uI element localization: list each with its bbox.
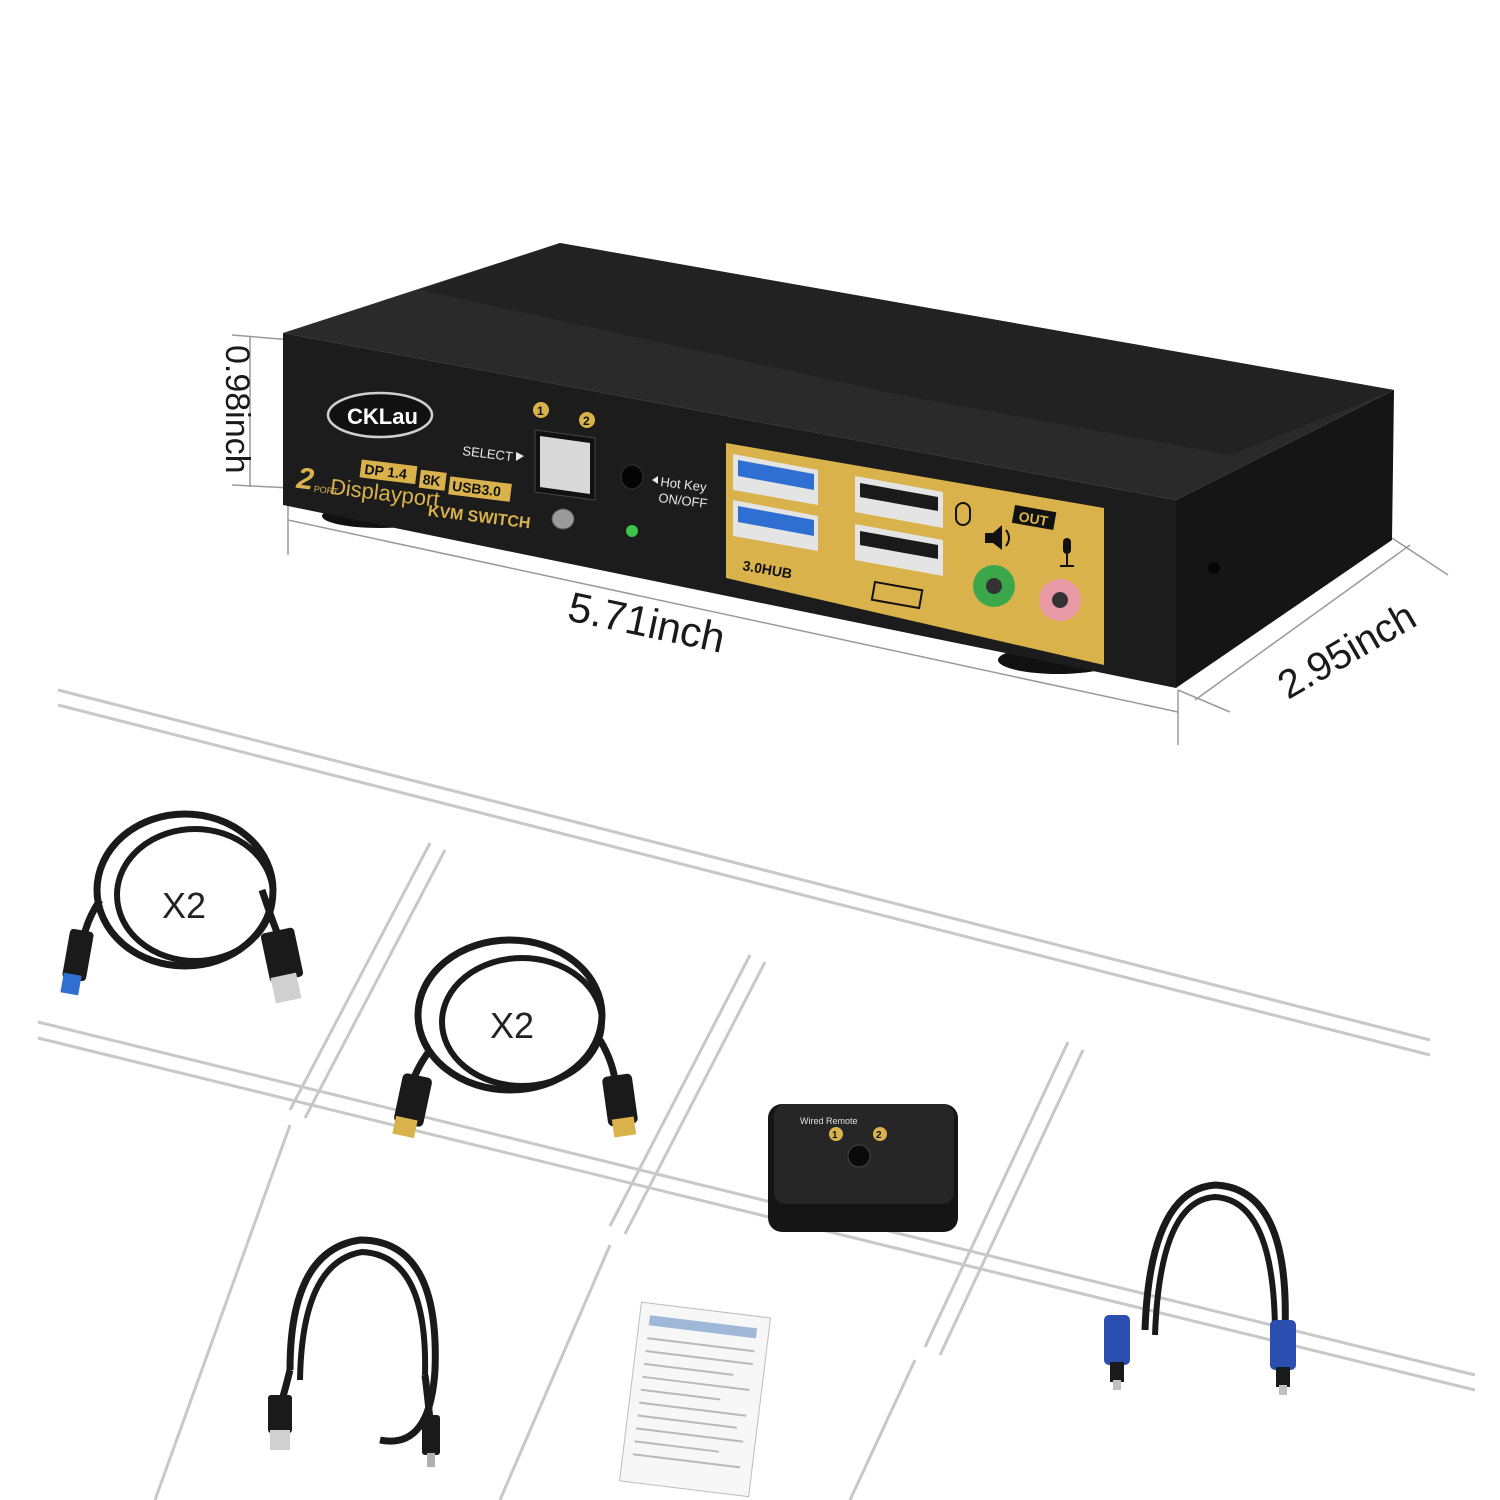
- remote-switch-button[interactable]: [847, 1144, 871, 1168]
- speaker-icon: [985, 525, 1010, 550]
- usb-power-cable: [268, 1236, 440, 1467]
- select-button-cap[interactable]: [540, 436, 590, 494]
- remote-cable: [1104, 1181, 1296, 1395]
- mouse-icon: [955, 502, 971, 526]
- usb-cable-quantity: X2: [162, 885, 206, 926]
- status-led: [551, 508, 575, 530]
- depth-dimension-label: 2.95inch: [1271, 594, 1424, 708]
- keyboard-icon: [870, 580, 924, 610]
- channel-1-label: 1: [537, 404, 544, 418]
- displayport-cable: [392, 936, 638, 1139]
- brand-logo-text: CKLau: [347, 404, 418, 429]
- badge-8k: 8K: [422, 471, 442, 489]
- remote-channel-1: 1: [832, 1130, 838, 1141]
- dp-cable-quantity: X2: [490, 1005, 534, 1046]
- hotkey-led: [626, 525, 638, 537]
- port-word: PORT: [313, 484, 339, 497]
- badge-usb: USB3.0: [451, 478, 502, 500]
- remote-channel-2: 2: [876, 1130, 882, 1141]
- brand-logo: CKLau: [326, 391, 434, 439]
- hotkey-label-2: ON/OFF: [658, 490, 709, 511]
- keyboard-mouse-ports: [855, 476, 943, 576]
- usb3-hub-ports: [733, 454, 818, 551]
- hotkey-label-1: Hot Key: [660, 474, 708, 495]
- usb-a-to-b-cable: [60, 810, 304, 1004]
- channel-indicators: 1 2: [533, 402, 595, 428]
- user-manual: [618, 1301, 772, 1498]
- channel-2-label: 2: [583, 414, 590, 428]
- port-count: 2: [294, 462, 316, 497]
- width-dimension-label: 5.71inch: [564, 583, 729, 662]
- out-label: OUT: [1017, 508, 1049, 529]
- wired-remote: Wired Remote 1 2: [768, 1104, 958, 1232]
- accessory-grid: [37, 688, 1476, 1500]
- microphone-icon: [1060, 538, 1074, 567]
- out-badge: OUT: [1011, 504, 1057, 531]
- kvm-switch-device: CKLau 2 PORT DP 1.4 8K USB3.0 Displaypor…: [283, 243, 1394, 688]
- hotkey-button[interactable]: [620, 464, 644, 490]
- remote-title: Wired Remote: [800, 1116, 858, 1126]
- badge-dp: DP 1.4: [364, 461, 408, 482]
- dimension-lines: [231, 334, 1449, 745]
- height-dimension-label: 0.98inch: [218, 345, 256, 474]
- select-label: SELECT: [462, 443, 514, 464]
